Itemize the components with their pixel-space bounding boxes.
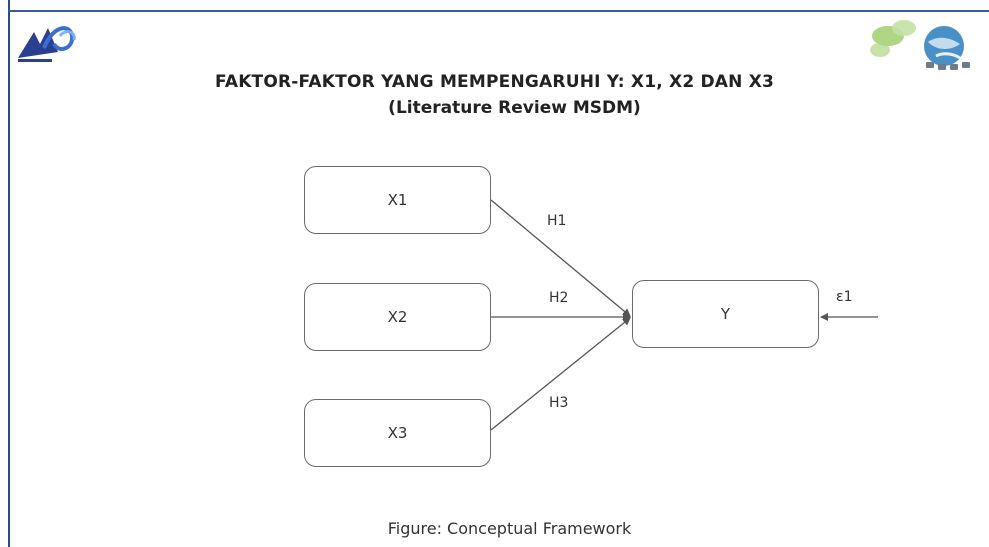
edge-label-h1: H1 bbox=[547, 213, 567, 229]
node-x1: X1 bbox=[304, 166, 491, 234]
edge-label-h3: H3 bbox=[549, 395, 569, 411]
diagram-subtitle: (Literature Review MSDM) bbox=[388, 98, 641, 118]
slide-left-border bbox=[8, 0, 10, 547]
node-y: Y bbox=[632, 280, 819, 348]
node-x2: X2 bbox=[304, 283, 491, 351]
node-x3: X3 bbox=[304, 399, 491, 467]
node-x1-label: X1 bbox=[387, 191, 408, 209]
institution-logo-icon bbox=[18, 26, 76, 62]
node-x2-label: X2 bbox=[387, 308, 408, 326]
node-x3-label: X3 bbox=[387, 424, 408, 442]
globe-leaves-logo-icon bbox=[870, 20, 970, 70]
figure-caption: Figure: Conceptual Framework bbox=[387, 519, 632, 538]
edge-label-h2: H2 bbox=[549, 290, 569, 306]
node-y-label: Y bbox=[720, 305, 731, 323]
slide-top-border bbox=[8, 10, 989, 12]
edge-x3-y bbox=[490, 317, 631, 431]
error-term-label: ε1 bbox=[836, 289, 853, 305]
diagram-title: FAKTOR-FAKTOR YANG MEMPENGARUHI Y: X1, X… bbox=[214, 72, 775, 92]
